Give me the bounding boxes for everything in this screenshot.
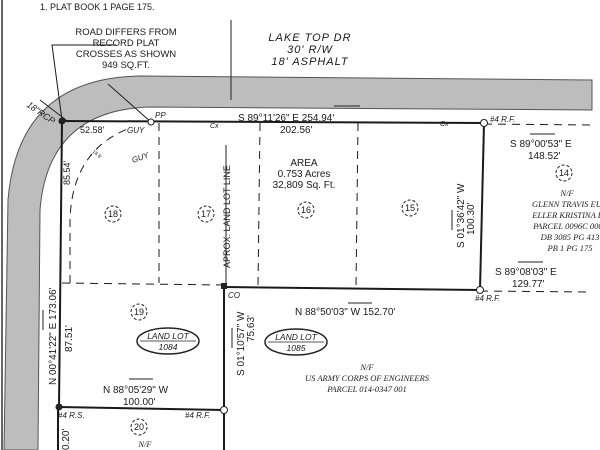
svg-text:PB 1 PG 175: PB 1 PG 175 bbox=[546, 243, 592, 253]
rcp-monument-icon bbox=[58, 117, 66, 125]
bearing-top: S 89°11'26" E 254.94' bbox=[238, 113, 334, 124]
svg-text:PARCEL 0096C 0007: PARCEL 0096C 0007 bbox=[532, 221, 600, 231]
area-block: AREA 0.753 Acres 32,809 Sq. Ft. bbox=[273, 158, 336, 191]
lot-number: 14 bbox=[559, 168, 569, 178]
svg-text:N/F: N/F bbox=[559, 188, 574, 198]
svg-text:LAND LOT: LAND LOT bbox=[147, 331, 189, 341]
land-lot-1085: LAND LOT 1085 bbox=[264, 328, 328, 356]
svg-text:DB 3085 PG 413: DB 3085 PG 413 bbox=[540, 232, 600, 242]
parcel-boundary bbox=[57, 120, 485, 450]
area-sqft: 32,809 Sq. Ft. bbox=[273, 180, 336, 191]
rcp-leader bbox=[39, 99, 67, 121]
owner-east: N/F GLENN TRAVIS EUG ELLER KRISTINA LE P… bbox=[531, 188, 600, 253]
lot-number: 19 bbox=[134, 307, 144, 317]
svg-text:CROSSES AS SHOWN: CROSSES AS SHOWN bbox=[76, 49, 176, 60]
road-name: LAKE TOP DR 30' R/W 18' ASPHALT bbox=[268, 32, 351, 68]
arc-length: 52.58' bbox=[80, 125, 105, 135]
co-label: CO bbox=[228, 291, 240, 300]
rs-label: #4 R.S. bbox=[58, 411, 85, 420]
svg-text:LAKE TOP DR: LAKE TOP DR bbox=[268, 32, 351, 44]
guy-label: GUY bbox=[127, 126, 145, 135]
area-title: AREA bbox=[290, 158, 318, 169]
lot-number: 20 bbox=[134, 422, 144, 432]
pp-label: PP bbox=[155, 111, 166, 120]
distance-bottom-left: 0.20' bbox=[61, 429, 72, 450]
rebar-set-icon bbox=[55, 403, 63, 411]
distance-east1: 148.52' bbox=[528, 151, 561, 162]
cx-label: Cx bbox=[440, 121, 449, 128]
svg-text:US ARMY CORPS OF ENGINEERS: US ARMY CORPS OF ENGINEERS bbox=[305, 373, 430, 383]
road-note-leader-2 bbox=[51, 44, 116, 121]
svg-text:RECORD PLAT: RECORD PLAT bbox=[93, 38, 160, 49]
header-note: 1. PLAT BOOK 1 PAGE 175. bbox=[40, 2, 155, 12]
owner-lot20: N/F bbox=[137, 439, 152, 449]
bearing-east1: S 89°00'53" E bbox=[510, 139, 572, 150]
svg-text:GLENN TRAVIS EUG: GLENN TRAVIS EUG bbox=[532, 199, 600, 209]
lot-number: 17 bbox=[201, 209, 211, 219]
lot-number: 18 bbox=[108, 209, 118, 219]
lot-numbers: 18 17 16 15 14 19 20 bbox=[104, 164, 573, 436]
rebar-found-icon bbox=[480, 119, 488, 127]
direction-arrows bbox=[42, 105, 555, 380]
area-acres: 0.753 Acres bbox=[278, 169, 331, 180]
svg-text:1084: 1084 bbox=[159, 342, 178, 352]
svg-text:LAND LOT: LAND LOT bbox=[275, 332, 317, 342]
bearing-left: N 00°41'22" E 173.06' bbox=[48, 287, 59, 385]
rf-label: #4 R.F. bbox=[475, 294, 500, 303]
rebar-found-icon bbox=[476, 286, 484, 294]
road-note: ROAD DIFFERS FROM RECORD PLAT CROSSES AS… bbox=[75, 27, 176, 71]
lot-lines bbox=[61, 122, 591, 293]
road-note-leader bbox=[107, 83, 153, 124]
svg-text:ELLER KRISTINA LE: ELLER KRISTINA LE bbox=[531, 210, 600, 220]
bearing-right: S 01°36'42" W bbox=[456, 183, 467, 248]
lot-number: 16 bbox=[301, 205, 311, 215]
rf-label: #4 R.F. bbox=[490, 115, 515, 124]
distance-left: 87.51' bbox=[64, 325, 75, 352]
distance-lot19-bottom: 100.00' bbox=[123, 397, 156, 408]
cx-label: Cx bbox=[210, 123, 219, 130]
svg-text:30' R/W: 30' R/W bbox=[287, 44, 333, 56]
land-lot-1084: LAND LOT 1084 bbox=[136, 327, 200, 355]
power-pole-icon bbox=[147, 118, 155, 126]
svg-text:N/F: N/F bbox=[359, 362, 374, 372]
rebar-found-icon bbox=[220, 406, 228, 414]
bearing-bottom: N 88°50'03" W 152.70' bbox=[295, 307, 395, 318]
corner-icon bbox=[221, 283, 227, 289]
left-top-length: 85.54' bbox=[62, 160, 72, 185]
distance-right: 100.30' bbox=[466, 202, 477, 235]
svg-text:PARCEL 014-0347 001: PARCEL 014-0347 001 bbox=[326, 384, 407, 394]
svg-text:ROAD DIFFERS FROM: ROAD DIFFERS FROM bbox=[75, 27, 176, 38]
distance-mid: 75.63' bbox=[246, 315, 257, 342]
distance-top-inner: 202.56' bbox=[280, 125, 313, 136]
land-lot-line-label: APROX. LAND LOT LINE bbox=[222, 165, 232, 268]
svg-text:949 SQ.FT.: 949 SQ.FT. bbox=[102, 60, 150, 71]
road-asphalt bbox=[3, 75, 593, 450]
svg-text:1085: 1085 bbox=[287, 343, 306, 353]
bearing-east2: S 89°08'03" E bbox=[495, 267, 557, 278]
bearing-mid: S 01°10'57" W bbox=[236, 311, 247, 376]
lot-number: 15 bbox=[405, 203, 415, 213]
small-dim: 18.6' bbox=[91, 149, 103, 160]
rf-label: #4 R.F. bbox=[185, 411, 210, 420]
owner-south: N/F US ARMY CORPS OF ENGINEERS PARCEL 01… bbox=[305, 362, 430, 394]
distance-east2: 129.77' bbox=[512, 279, 545, 290]
svg-text:18' ASPHALT: 18' ASPHALT bbox=[271, 56, 349, 68]
bearing-lot19-bottom: N 88°05'29" W bbox=[103, 385, 169, 396]
